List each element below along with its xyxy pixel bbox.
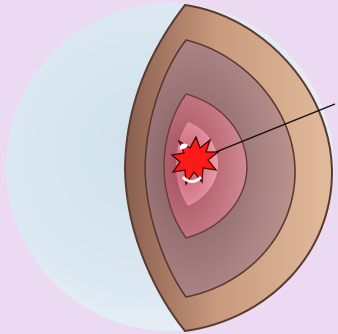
earth-cutaway-svg — [0, 0, 338, 334]
earth-cutaway-diagram — [0, 0, 338, 334]
